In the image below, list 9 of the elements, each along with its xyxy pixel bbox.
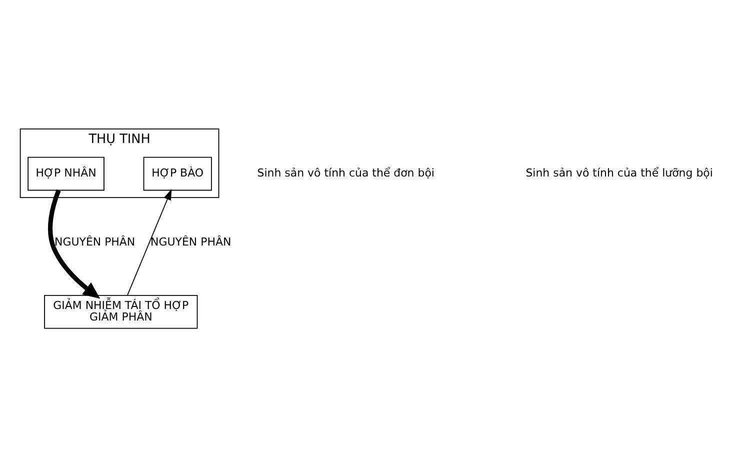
node-box: GIẢM NHIỄM TÁI TỔ HỢP GIẢM PHÂN	[44, 294, 198, 328]
arrow	[48, 189, 100, 298]
arrow	[127, 188, 172, 296]
node-box: HỢP BÀO	[143, 156, 212, 190]
node-box: HỢP NHÂN	[28, 156, 104, 190]
edge-label: NGUYÊN PHÂN	[150, 235, 232, 248]
label: Sinh sản vô tính của thể đơn bội	[257, 166, 434, 180]
label: Sinh sản vô tính của thể lưỡng bội	[526, 166, 713, 180]
edge-label: NGUYÊN PHÂN	[54, 235, 136, 248]
